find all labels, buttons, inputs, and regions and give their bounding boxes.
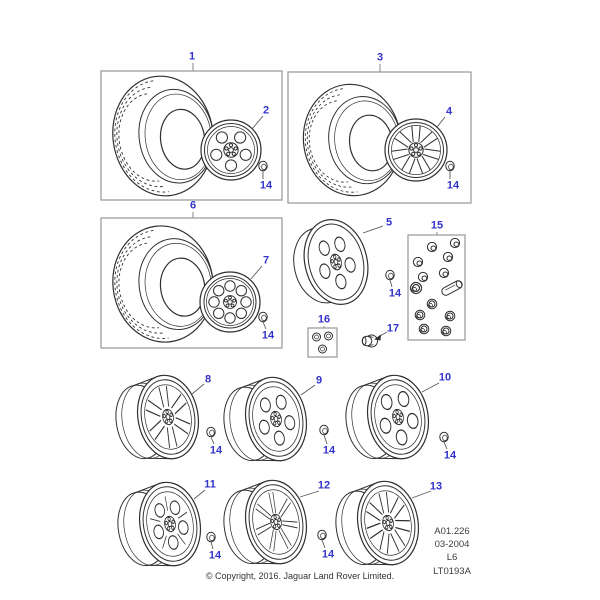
grommet-kit-drawing (312, 331, 333, 354)
callout-14[interactable]: 14 (388, 287, 402, 300)
copyright-text: © Copyright, 2016. Jaguar Land Rover Lim… (205, 571, 395, 581)
cap-14-drawing (258, 160, 268, 172)
wheel-11-drawing (110, 476, 208, 575)
wheel-nut-kit-drawing (409, 237, 463, 337)
callout-3[interactable]: 3 (376, 51, 384, 64)
callout-10[interactable]: 10 (438, 371, 452, 384)
ref-sheet-code: LT0193A (433, 565, 471, 577)
cap-14-drawing (319, 424, 329, 436)
callout-14[interactable]: 14 (322, 444, 336, 457)
callout-17[interactable]: 17 (386, 322, 400, 335)
group-box-6 (100, 217, 283, 349)
cap-14-drawing (317, 529, 327, 541)
callout-14[interactable]: 14 (443, 449, 457, 462)
cap-14-drawing (445, 160, 455, 172)
wheel-9-drawing (216, 371, 314, 470)
callout-14[interactable]: 14 (261, 329, 275, 342)
callout-6[interactable]: 6 (189, 199, 197, 212)
wheel-10-drawing (338, 369, 436, 468)
callout-11[interactable]: 11 (204, 478, 216, 491)
tire-6-drawing (104, 218, 222, 350)
wheel-5-drawing (293, 219, 369, 305)
tire-1-drawing (104, 69, 222, 203)
wheel-12-drawing (216, 474, 314, 573)
callout-8[interactable]: 8 (204, 373, 212, 386)
wheel-7-drawing (199, 271, 261, 333)
callout-14[interactable]: 14 (259, 179, 273, 192)
callout-7[interactable]: 7 (262, 254, 270, 267)
cap-14-drawing (206, 426, 216, 438)
locking-nut-sleeve-drawing (441, 280, 463, 296)
cap-14-drawing (206, 531, 216, 543)
callout-15[interactable]: 15 (430, 219, 444, 232)
ref-line-code: L6 (446, 552, 458, 564)
callout-16[interactable]: 16 (317, 313, 331, 326)
callout-12[interactable]: 12 (317, 479, 331, 492)
ref-date: 03-2004 (434, 539, 470, 551)
callout-14[interactable]: 14 (446, 179, 460, 192)
cap-14-drawing (258, 311, 268, 323)
callout-4[interactable]: 4 (445, 105, 453, 118)
callout-13[interactable]: 13 (429, 480, 443, 493)
callout-2[interactable]: 2 (262, 104, 270, 117)
wheel-8-drawing (108, 369, 206, 468)
cap-14-drawing (385, 269, 395, 281)
callout-1[interactable]: 1 (188, 50, 196, 63)
callout-14[interactable]: 14 (208, 549, 222, 562)
drawing-reference-block: A01.226 03-2004 L6 LT0193A (406, 525, 498, 578)
wheel-2-drawing (200, 119, 262, 181)
wheel-4-drawing (384, 118, 448, 182)
ref-drawing-number: A01.226 (434, 526, 470, 537)
group-box-1 (100, 70, 283, 201)
wheel-nut-17-drawing (361, 334, 378, 348)
callout-5[interactable]: 5 (385, 216, 393, 229)
callout-14[interactable]: 14 (209, 444, 223, 457)
group-box-16 (307, 327, 338, 358)
cap-14-drawing (439, 431, 449, 443)
callout-9[interactable]: 9 (315, 374, 323, 387)
callout-14[interactable]: 14 (321, 548, 335, 561)
